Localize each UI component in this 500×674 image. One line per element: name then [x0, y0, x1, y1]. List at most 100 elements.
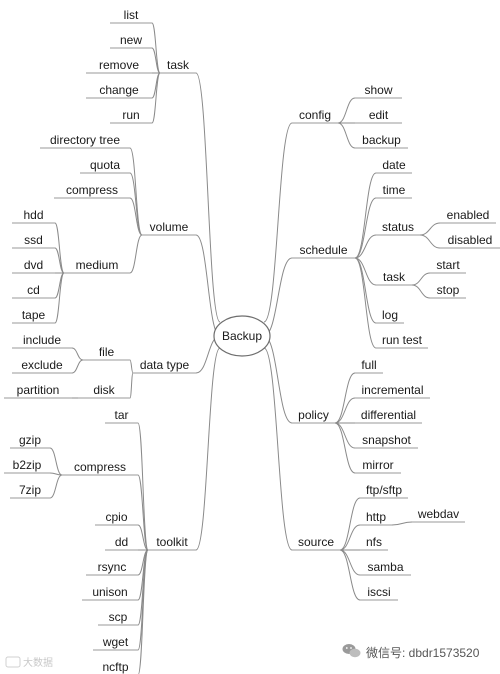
connector-file: [129, 359, 134, 374]
connector-source: [263, 347, 293, 551]
connector-hdd: [54, 222, 65, 274]
connector-directory-tree: [129, 147, 143, 236]
node-task[interactable]: task: [383, 270, 406, 284]
connector-quota: [129, 172, 143, 236]
connector-stop: [411, 284, 431, 299]
watermark-logo-icon: [5, 656, 21, 668]
connector-show: [337, 97, 356, 124]
watermark-left: 大数据: [5, 656, 53, 669]
connector-run: [151, 72, 161, 124]
node-snapshot[interactable]: snapshot: [362, 433, 411, 447]
node-exclude[interactable]: exclude: [21, 358, 63, 372]
root-ellipse: [213, 315, 271, 357]
connector-webdav: [391, 521, 413, 526]
node-edit[interactable]: edit: [369, 108, 389, 122]
node-full[interactable]: full: [361, 358, 376, 372]
node-status[interactable]: status: [382, 220, 414, 234]
node-file[interactable]: file: [99, 345, 115, 359]
connector-compress: [137, 474, 149, 551]
node-wget[interactable]: wget: [102, 635, 129, 649]
node-http[interactable]: http: [366, 510, 386, 524]
node-iscsi[interactable]: iscsi: [367, 585, 390, 599]
node-log[interactable]: log: [382, 308, 398, 322]
node-scp[interactable]: scp: [109, 610, 128, 624]
node-new[interactable]: new: [120, 33, 142, 47]
node-samba[interactable]: samba: [367, 560, 403, 574]
node-incremental[interactable]: incremental: [361, 383, 423, 397]
node-toolkit[interactable]: toolkit: [156, 535, 188, 549]
node-labels: task list new remove change run volume director…: [13, 8, 493, 674]
connector-full: [334, 372, 356, 424]
node-compress[interactable]: compress: [66, 183, 118, 197]
connector-start: [411, 272, 431, 286]
node-differential[interactable]: differential: [361, 408, 416, 422]
node-dd[interactable]: dd: [115, 535, 128, 549]
node-compress[interactable]: compress: [74, 460, 126, 474]
node-rsync[interactable]: rsync: [98, 560, 127, 574]
node-enabled[interactable]: enabled: [447, 208, 490, 222]
node-data-type[interactable]: data type: [140, 358, 190, 372]
node-medium[interactable]: medium: [76, 258, 119, 272]
node-webdav[interactable]: webdav: [417, 507, 459, 521]
connector-disk: [129, 372, 134, 399]
node-source[interactable]: source: [298, 535, 334, 549]
node-tar[interactable]: tar: [114, 408, 128, 422]
node-partition[interactable]: partition: [17, 383, 60, 397]
node-change[interactable]: change: [99, 83, 139, 97]
node-unison[interactable]: unison: [92, 585, 127, 599]
node-disabled[interactable]: disabled: [448, 233, 493, 247]
connector-volume: [195, 234, 221, 337]
connector-compress: [129, 197, 143, 236]
node-quota[interactable]: quota: [90, 158, 120, 172]
node-cd[interactable]: cd: [27, 283, 40, 297]
connector-config: [263, 122, 293, 323]
connector-status: [354, 234, 377, 259]
connector-ssd: [54, 247, 65, 274]
connector-lines: [4, 22, 500, 674]
connector-mirror: [334, 422, 356, 474]
node-tape[interactable]: tape: [22, 308, 46, 322]
node-disk[interactable]: disk: [93, 383, 115, 397]
wechat-id-text: 微信号: dbdr1573520: [366, 646, 480, 660]
connector-toolkit: [195, 347, 221, 551]
node-show[interactable]: show: [364, 83, 392, 97]
node-ftp-sftp[interactable]: ftp/sftp: [366, 483, 402, 497]
node-backup[interactable]: backup: [362, 133, 401, 147]
node-start[interactable]: start: [436, 258, 460, 272]
node-b2zip[interactable]: b2zip: [13, 458, 42, 472]
node-7zip[interactable]: 7zip: [19, 483, 41, 497]
node-dvd[interactable]: dvd: [24, 258, 43, 272]
connector-time: [354, 197, 377, 259]
connector-backup: [337, 122, 356, 149]
node-ncftp[interactable]: ncftp: [102, 660, 128, 674]
node-run[interactable]: run: [122, 108, 139, 122]
node-schedule[interactable]: schedule: [299, 243, 347, 257]
connector-run-test: [354, 257, 377, 349]
node-hdd[interactable]: hdd: [23, 208, 43, 222]
node-cpio[interactable]: cpio: [105, 510, 127, 524]
node-mirror[interactable]: mirror: [362, 458, 393, 472]
connector-wget: [137, 549, 149, 651]
connector-incremental: [334, 397, 356, 424]
node-time[interactable]: time: [383, 183, 406, 197]
connector-cpio: [137, 524, 149, 551]
connector-medium: [129, 234, 143, 274]
connector-7zip: [49, 474, 63, 499]
node-stop[interactable]: stop: [437, 283, 460, 297]
root-node[interactable]: Backup: [213, 315, 271, 357]
connector-tape: [54, 272, 65, 324]
connector-snapshot: [334, 422, 356, 449]
node-include[interactable]: include: [23, 333, 61, 347]
node-config[interactable]: config: [299, 108, 331, 122]
node-directory-tree[interactable]: directory tree: [50, 133, 120, 147]
node-policy[interactable]: policy: [298, 408, 329, 422]
node-ssd[interactable]: ssd: [24, 233, 43, 247]
node-nfs[interactable]: nfs: [366, 535, 382, 549]
node-list[interactable]: list: [124, 8, 139, 22]
node-date[interactable]: date: [382, 158, 406, 172]
node-run-test[interactable]: run test: [382, 333, 423, 347]
node-gzip[interactable]: gzip: [19, 433, 41, 447]
node-task[interactable]: task: [167, 58, 190, 72]
node-volume[interactable]: volume: [150, 220, 189, 234]
node-remove[interactable]: remove: [99, 58, 139, 72]
